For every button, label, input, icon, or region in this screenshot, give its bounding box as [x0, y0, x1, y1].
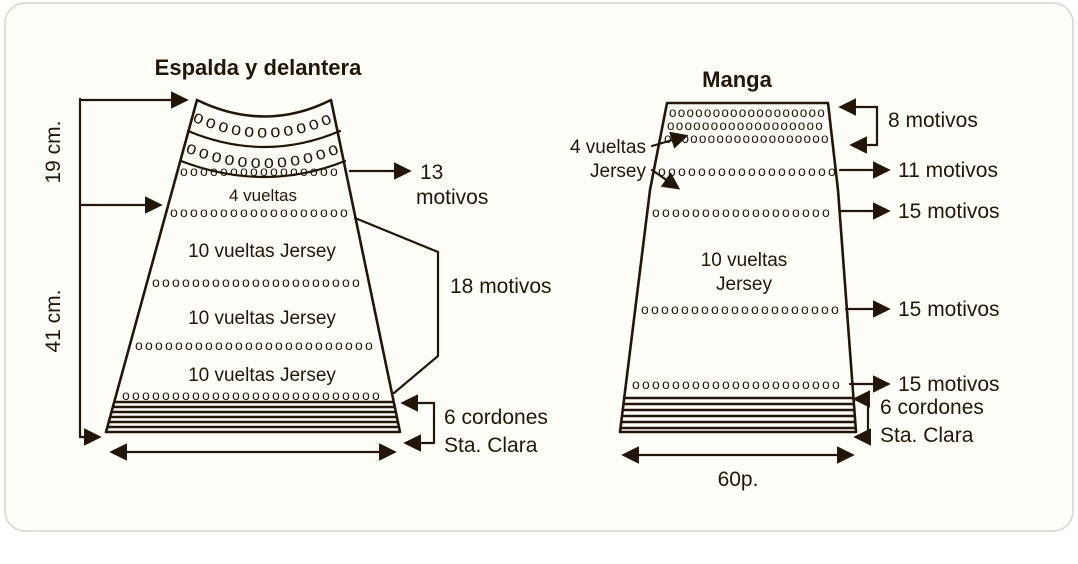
cordones-label: 6 cordones — [444, 406, 548, 429]
sleeve-jersey-label: Jersey — [590, 161, 646, 182]
vueltas-4-label: 4 vueltas — [229, 186, 297, 205]
height-41cm-label: 41 cm. — [42, 289, 65, 352]
height-19cm-label: 19 cm. — [42, 120, 65, 183]
sleeve-title: Manga — [702, 67, 772, 92]
back-front-outline — [104, 98, 402, 434]
neckline-arc-2 — [179, 159, 347, 179]
motifs-15-label: 15 motivos — [898, 200, 1000, 223]
motifs-8-label: 8 motivos — [888, 109, 978, 132]
motifs-18-bracket — [353, 216, 440, 395]
cordones-label: 6 cordones — [880, 396, 984, 419]
vueltas-arrow-upper — [650, 131, 689, 149]
neckline-arc-1 — [186, 129, 342, 149]
jersey-section-label: 10 vueltas Jersey — [188, 308, 336, 329]
jersey-section-label: 10 vueltas Jersey — [188, 365, 336, 386]
vueltas-arrow-lower — [650, 168, 681, 190]
motifs-13-number: 13 — [420, 161, 443, 184]
sta-clara-label: Sta. Clara — [444, 434, 538, 457]
jersey-section-label: 10 vueltas Jersey — [188, 241, 336, 262]
bottom-width-label: 60p. — [718, 468, 759, 491]
motifs-15-label: 15 motivos — [898, 298, 1000, 321]
motifs-13-word: motivos — [416, 186, 488, 209]
motifs-8-bracket — [838, 98, 879, 154]
motifs-15-label: 15 motivos — [898, 373, 1000, 396]
motifs-11-label: 11 motivos — [898, 159, 998, 182]
sleeve-vueltas-label: 4 vueltas — [570, 137, 646, 158]
sta-clara-label: Sta. Clara — [880, 424, 974, 447]
jersey-center-line1: 10 vueltas — [701, 250, 788, 271]
back-front-title: Espalda y delantera — [155, 55, 362, 80]
jersey-center-line2: Jersey — [716, 274, 772, 295]
motifs-18-label: 18 motivos — [450, 275, 552, 298]
